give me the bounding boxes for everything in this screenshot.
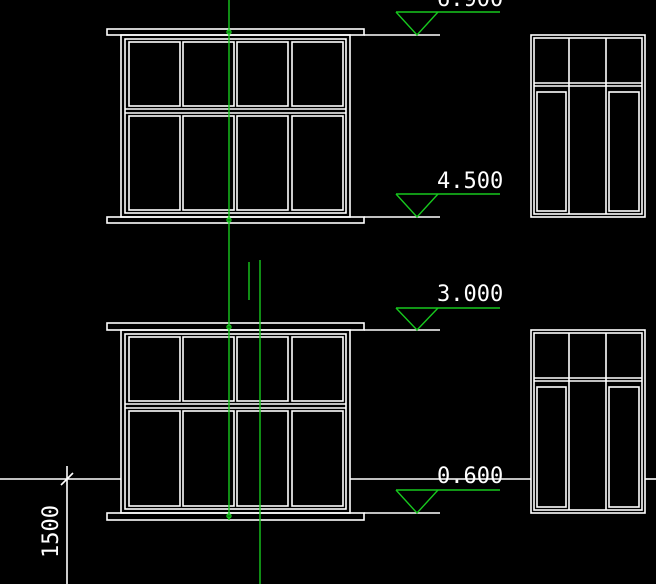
dimension-line-1500 xyxy=(60,466,74,584)
dimension-label: 1500 xyxy=(39,505,64,558)
elevation-label-0600: 0.600 xyxy=(437,464,503,489)
lower-right-window xyxy=(530,329,646,514)
upper-right-window xyxy=(530,34,646,218)
elevation-marker-top xyxy=(364,11,500,37)
elevation-marker-3000 xyxy=(364,307,500,332)
elevation-label-3000: 3.000 xyxy=(437,282,503,307)
upper-window-sill xyxy=(106,216,365,224)
elevation-marker-4500 xyxy=(364,193,500,219)
upper-window-head-sill-top xyxy=(106,28,365,36)
lower-left-window xyxy=(106,322,365,521)
upper-window-inner-frame xyxy=(124,38,347,214)
upper-left-window xyxy=(106,28,365,224)
upper-window-outer-frame xyxy=(120,34,351,218)
elevation-label-top: 6.900 xyxy=(437,0,503,12)
elevation-label-4500: 4.500 xyxy=(437,169,503,194)
elevation-marker-0600 xyxy=(364,489,500,515)
